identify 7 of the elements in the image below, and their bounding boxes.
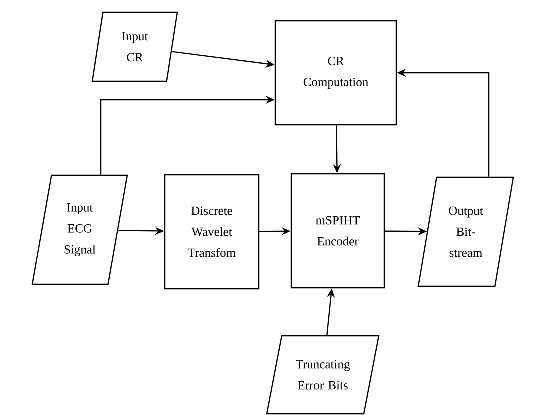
process-box: CR Computation [274, 20, 398, 126]
process-box: mSPIHT Encoder [290, 173, 386, 289]
process-box: Discrete Wavelet Transfom [164, 174, 260, 290]
data-parallelogram: Input CR [92, 12, 178, 82]
data-parallelogram: Output Bit- stream [418, 176, 514, 288]
data-parallelogram: Input ECG Signal [32, 174, 128, 286]
data-parallelogram: Truncating Error Bits [266, 335, 380, 415]
